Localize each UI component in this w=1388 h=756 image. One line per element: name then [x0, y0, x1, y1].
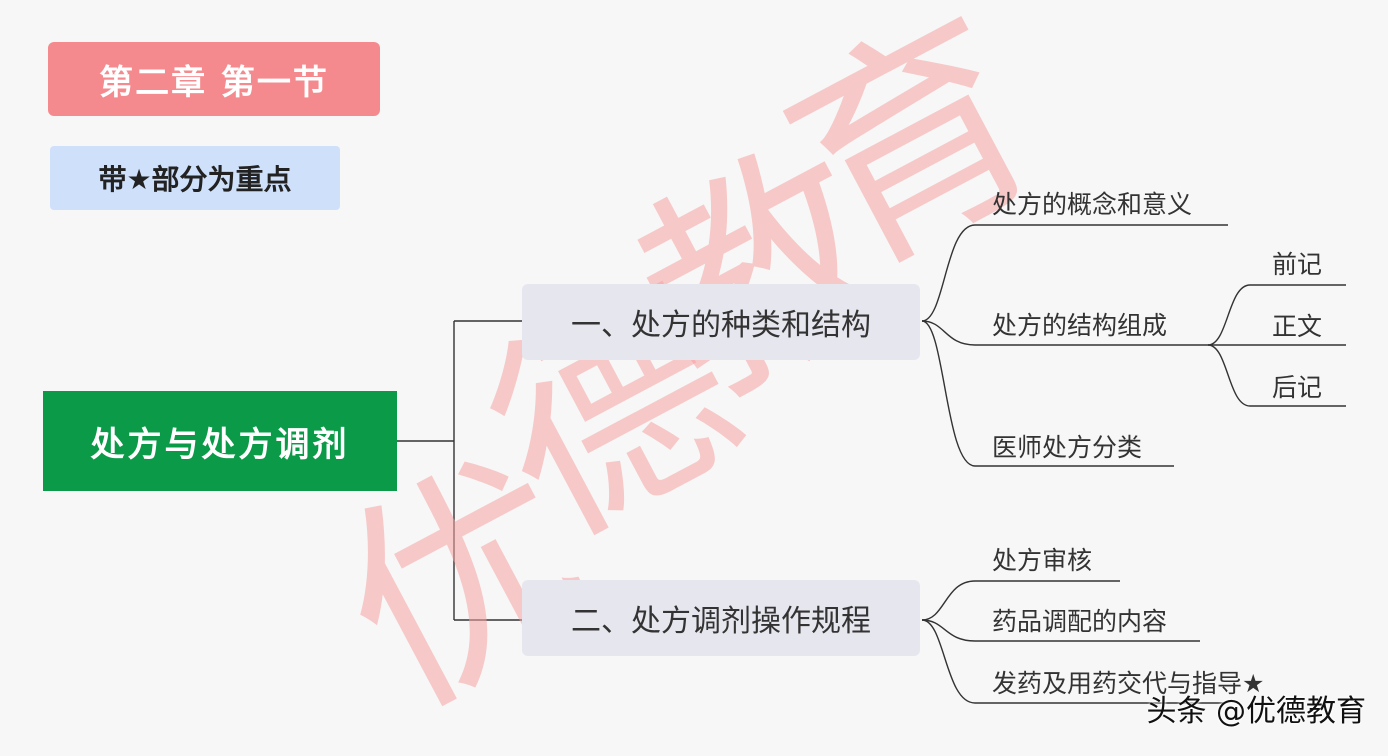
footer-source-mark: 头条 @优德教育 [1146, 694, 1366, 729]
leaf-delivery-guidance[interactable]: 发药及用药交代与指导★ [992, 669, 1265, 698]
connector-b2-c1 [921, 580, 1120, 621]
leaf-structure[interactable]: 处方的结构组成 [992, 311, 1168, 340]
connector-b1-c2 [921, 320, 1208, 346]
connector-b1-c1 [921, 224, 1228, 322]
branch-node-prescription-types[interactable]: 一、处方的种类和结构 [522, 284, 920, 360]
connector-b2-c3 [921, 619, 1224, 704]
chapter-badge: 第二章 第一节 [48, 42, 380, 116]
connector-b1-c3 [921, 320, 1174, 467]
leaf-body[interactable]: 正文 [1272, 312, 1323, 341]
legend-badge: 带★部分为重点 [50, 146, 340, 210]
connector-b2-c2 [921, 619, 1200, 642]
leaf-postscript[interactable]: 后记 [1272, 373, 1323, 402]
leaf-preamble[interactable]: 前记 [1272, 250, 1323, 279]
leaf-dispensing-content[interactable]: 药品调配的内容 [992, 607, 1168, 636]
leaf-review[interactable]: 处方审核 [992, 546, 1093, 575]
leaf-classification[interactable]: 医师处方分类 [992, 433, 1143, 462]
connector-b1-c2-s1 [1207, 284, 1346, 346]
leaf-concept[interactable]: 处方的概念和意义 [992, 190, 1193, 219]
connector-b1-c2-s3 [1207, 344, 1346, 407]
branch-node-dispensing-procedure[interactable]: 二、处方调剂操作规程 [522, 580, 920, 656]
root-node[interactable]: 处方与处方调剂 [43, 391, 397, 491]
